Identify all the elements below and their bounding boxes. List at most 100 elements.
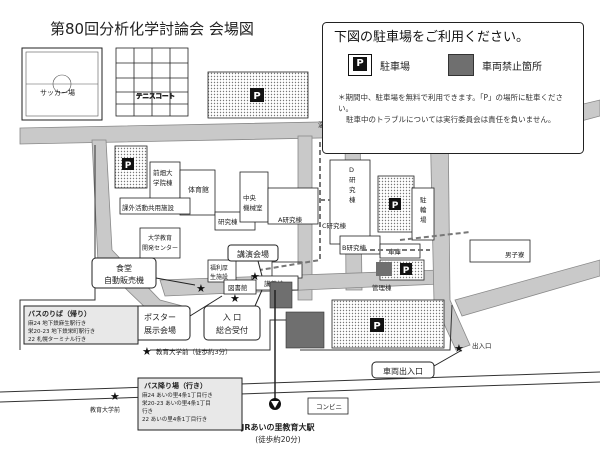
entrance-line2: 総合受付 [216,325,248,335]
shako-label: 車庫 [388,247,402,256]
gakuen-label: 学院棟 [153,178,173,187]
parking-p-north: P [253,91,260,102]
churin-label3: 場 [420,215,427,224]
chuo-label: 中央 [243,193,257,202]
callout-shokudo: 食堂 自動販売機 [91,257,196,289]
campus-boundary-southeast [300,304,453,351]
parking-p-kanri-box [400,263,412,275]
no-parking-center [269,281,293,309]
d-label3: 究 [349,185,356,194]
legend-note-line1: ＊期間中、駐車場を無料で利用できます。「P」の場所に駐車ください。 [338,93,564,113]
parking-p-east-box [389,198,401,210]
parking-p-west-box [122,158,134,170]
kanri-label: 管理棟 [372,283,392,292]
star-entrance: ★ [230,292,240,305]
legend-parking-label: 駐車場 [380,62,410,73]
kagai-label: 課外活動共用施設 [122,203,175,212]
parking-p-west: P [125,161,132,171]
bus-return-title: バスのりば（帰り） [28,309,91,318]
campus-boundary-west [19,145,96,350]
soccer-label: サッカー場 [40,88,75,97]
churin-label1: 駐 [420,195,427,204]
bus-go-line2: 栄20-23 あいの里4条1丁目 [142,399,211,407]
poster-line1: ポスター [144,313,176,322]
parking-lot-north: P [207,71,309,119]
legend-parking-icon: P [348,54,372,76]
soccer-field: サッカー場 [21,47,103,121]
no-parking-south [285,311,325,349]
maenadai-label: 前畑大 [153,168,173,177]
campus-boundary-south [150,319,300,351]
a-kenkyu-label: A研究棟 [278,215,302,224]
star-shokudo: ★ [196,282,206,295]
legend-note-line2: 駐車中のトラブルについては実行委員会は責任を負いません。 [346,115,556,124]
shokudo-line1: 食堂 [116,263,132,273]
west-buildings [114,145,269,283]
stars: ★ ★ ★ ★ ★ ★ [110,270,464,403]
tennis-court: テニスコート [115,47,189,117]
b-kenkyu-label: B研究棟 [342,243,366,252]
star-lecture: ★ [250,270,260,283]
star-bus-return: ★ [142,345,152,358]
legend-no-parking-icon [448,54,474,76]
legend-no-parking-label: 車両禁止箇所 [482,62,542,73]
fukuri-label1: 福利厚 [210,264,228,272]
kenkyu-label: 研究棟 [218,217,238,226]
kouen-label: 講演会場 [237,249,269,259]
kaihatsu-label: 開発センター [142,244,178,252]
callout-entrance: 入 口 総合受付 [203,289,263,341]
bus-return-line2: 栄20-23 地下鉄栄町駅行き [28,327,95,335]
c-kenkyu-label: C研究棟 [322,221,347,230]
kikai-label: 機械室 [243,203,263,212]
bus-go-line1: 麻24 あいの里4条1丁目行き [142,391,213,399]
daigaku-label: 大学教育 [148,234,172,242]
bus-return-line1: 麻24 地下鉄麻生駅行き [28,319,86,327]
legend-frame [322,22,584,154]
d-label4: 棟 [349,195,356,204]
entrance-line1: 入 口 [223,313,242,322]
callout-kouen: 講演会場 [227,244,279,277]
d-label1: D [349,166,354,174]
station-name: JRあいの里教育大駅 [240,422,315,432]
convenience-store [307,397,349,415]
star-exit: ★ [454,342,464,355]
bus-go-line3: 行き [142,407,153,415]
south-road-line1 [0,371,600,393]
no-parking-kanri [376,262,392,276]
legend-note: ＊期間中、駐車場を無料で利用できます。「P」の場所に駐車ください。 駐車中のトラ… [338,92,578,125]
bus-go-stop: 教育大学前 [90,406,120,414]
legend-box: 下図の駐車場をご利用ください。 P 駐車場 車両禁止箇所 ＊期間中、駐車場を無料… [322,22,584,154]
parking-p-east: P [392,201,399,211]
bus-return-box: バスのりば（帰り） 麻24 地下鉄麻生駅行き 栄20-23 地下鉄栄町駅行き 2… [23,305,139,345]
bus-go-box: バス降り場（行き） 麻24 あいの里4条1丁目行き 栄20-23 あいの里4条1… [137,377,243,431]
callout-exit: 車両出入口 [371,349,463,379]
taiikukan-label: 体育館 [188,185,209,194]
exit-entrance-label: 車両出入口 [383,366,423,376]
deiriguchi-label: 出入口 [472,341,492,350]
convenience-label: コンビニ [316,402,342,411]
bus-go-title: バス降り場（行き） [144,381,207,390]
star-bus-go: ★ [110,390,120,403]
d-label2: 研 [349,176,356,184]
parking-p-kanri: P [403,266,410,276]
bus-stop-walk: 教育大学前（徒歩約3分） [156,347,232,356]
library-label: 図書館 [228,283,248,292]
fukuri-label2: 生施設 [210,273,228,281]
walking-routes [259,142,471,271]
east-exit-road [454,259,600,317]
bus-return-line3: 22 札幌ターミナル行き [28,335,86,343]
churin-label2: 輪 [420,205,427,214]
parking-lot-south: P [331,299,445,349]
station-walk: (徒歩約20分) [255,434,300,444]
poster-line2: 展示会場 [144,325,176,335]
library [223,279,257,295]
station-arrow [269,290,281,410]
tennis-label: テニスコート [136,92,175,100]
legend-p-glyph: P [353,57,367,71]
bus-go-line4: 22 あいの里4条1丁目行き [142,415,207,423]
shokudo-line2: 自動販売機 [104,275,144,285]
danshiryo-label: 男子寮 [505,250,525,259]
parking-p-south: P [373,321,380,332]
page-title: 第80回分析化学討論会 会場図 [50,20,254,38]
